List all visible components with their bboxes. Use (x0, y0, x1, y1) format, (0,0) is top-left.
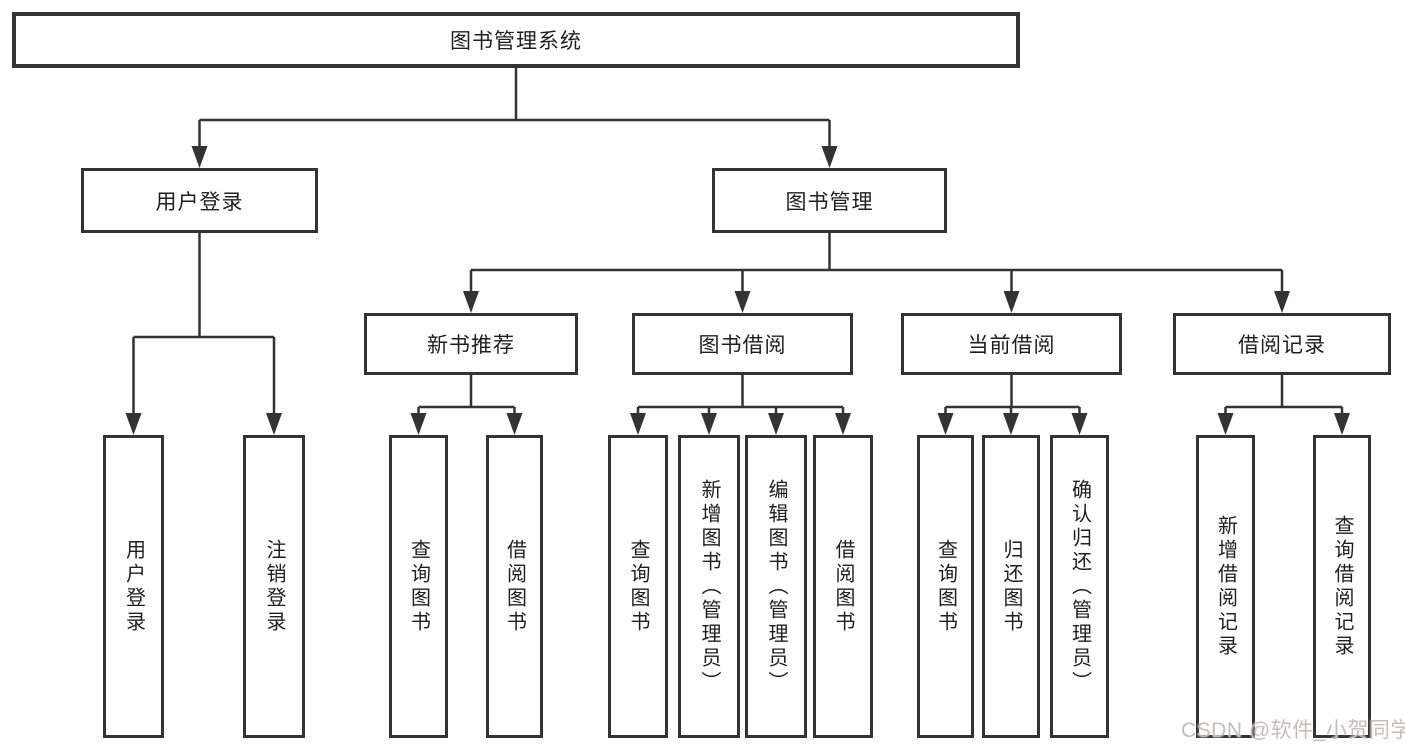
node-leaf-return-book: 归还图书 (982, 435, 1040, 738)
node-leaf-add-book-admin: 新增图书（管理员） (678, 435, 740, 738)
node-leaf-user-login: 用户登录 (103, 435, 164, 738)
node-current-borrowing: 当前借阅 (901, 313, 1122, 375)
node-leaf-add-borrow-record: 新增借阅记录 (1196, 435, 1255, 738)
connector-currentborrow-to-leaves (944, 375, 1081, 416)
node-root-library-system: 图书管理系统 (12, 12, 1020, 68)
node-leaf-borrow-books: 借阅图书 (813, 435, 873, 738)
node-leaf-query-borrow-record: 查询借阅记录 (1313, 435, 1371, 738)
node-book-borrowing: 图书借阅 (632, 313, 853, 375)
node-borrowing-records: 借阅记录 (1173, 313, 1391, 375)
node-leaf-borrow-books-recommend: 借阅图书 (486, 435, 543, 738)
connector-borrowrecords-to-leaves (1224, 375, 1344, 416)
node-leaf-confirm-return-admin: 确认归还（管理员） (1050, 435, 1109, 738)
node-leaf-edit-book-admin: 编辑图书（管理员） (745, 435, 807, 738)
node-leaf-query-books-current: 查询图书 (917, 435, 974, 738)
connector-bookborrow-to-leaves (636, 375, 845, 416)
connector-newbook-to-leaves (417, 375, 516, 416)
connector-root-to-level2 (198, 68, 831, 150)
node-leaf-query-books-recommend: 查询图书 (389, 435, 448, 738)
connector-bookmgmt-to-level3 (469, 233, 1284, 295)
csdn-watermark: CSDN @软件_小贺同学 (1181, 719, 1405, 742)
connector-userlogin-to-leaves (132, 233, 276, 416)
node-leaf-query-books-borrow: 查询图书 (608, 435, 668, 738)
node-leaf-logout: 注销登录 (243, 435, 305, 738)
node-user-login: 用户登录 (81, 168, 318, 233)
node-book-management: 图书管理 (712, 168, 947, 233)
node-new-book-recommend: 新书推荐 (364, 313, 578, 375)
